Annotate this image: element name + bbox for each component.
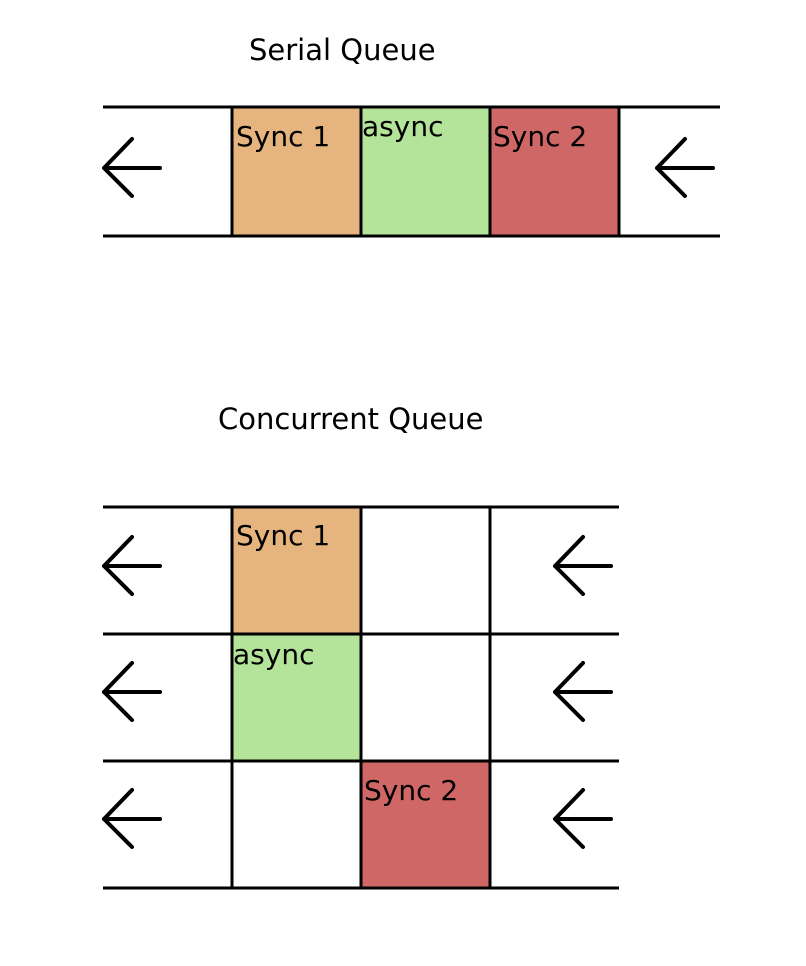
serial-queue: Sync 1 async Sync 2 [102, 105, 720, 238]
concurrent-cell-empty [230, 759, 363, 890]
left-arrow-icon [102, 535, 162, 596]
concurrent-queue-title: Concurrent Queue [218, 402, 483, 436]
serial-queue-title: Serial Queue [249, 33, 436, 67]
left-arrow-icon [102, 788, 162, 849]
serial-cell-label: Sync 1 [236, 120, 330, 153]
serial-cell-label: Sync 2 [493, 120, 587, 153]
left-arrow-icon [102, 137, 162, 198]
concurrent-cell-label: async [233, 638, 314, 671]
left-arrow-icon [553, 788, 613, 849]
concurrent-cell-sync2 [359, 759, 492, 890]
left-arrow-icon [553, 661, 613, 722]
concurrent-cell-empty [359, 632, 492, 763]
left-arrow-icon [102, 661, 162, 722]
concurrent-cell-empty [359, 505, 492, 636]
left-arrow-icon [655, 137, 715, 198]
concurrent-queue: Sync 1 async Sync 2 [102, 505, 619, 890]
serial-cell-async [359, 105, 492, 238]
left-arrow-icon [553, 535, 613, 596]
concurrent-cell-label: Sync 1 [236, 519, 330, 552]
serial-cell-sync2 [488, 105, 621, 238]
concurrent-cell-async [230, 632, 363, 763]
concurrent-cell-label: Sync 2 [364, 774, 458, 807]
serial-cell-label: async [362, 110, 443, 143]
